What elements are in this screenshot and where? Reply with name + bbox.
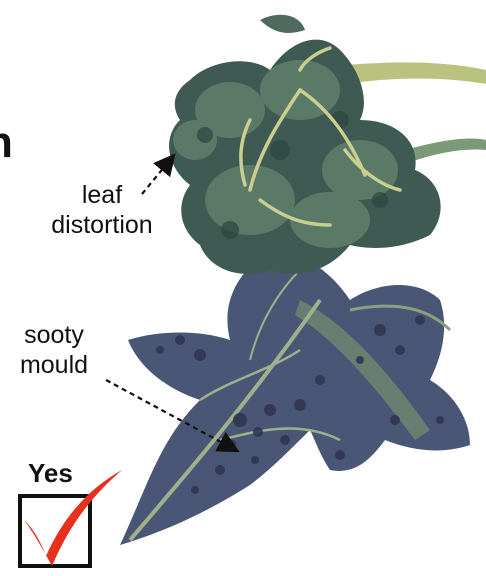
illustration-canvas: h leaf distortion sooty mould Yes: [0, 0, 486, 576]
check-mark-icon: [0, 0, 486, 576]
